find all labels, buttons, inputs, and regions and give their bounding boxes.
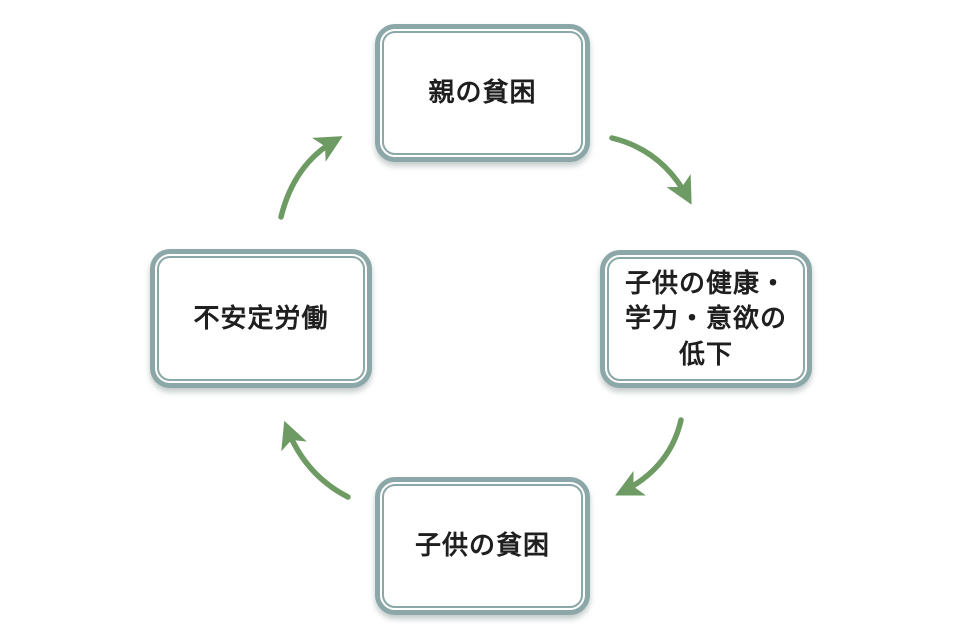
node-label: 子供の貧困 xyxy=(414,530,550,561)
arrow-parent-to-decline xyxy=(609,135,692,205)
node-label: 不安定労働 xyxy=(193,302,329,333)
node-child-poverty: 子供の貧困 xyxy=(375,477,590,615)
node-label-line: 子供の健康・ xyxy=(624,268,787,299)
node-label-line: 学力・意欲の xyxy=(624,303,787,334)
node-label: 親の貧困 xyxy=(428,77,537,108)
node-unstable-labor: 不安定労働 xyxy=(150,249,372,388)
node-label-line: 低下 xyxy=(678,338,733,369)
arrow-labor-to-parent xyxy=(278,136,343,220)
node-parent-poverty: 親の貧困 xyxy=(375,24,590,162)
node-label: 子供の健康・ 学力・意欲の 低下 xyxy=(625,266,787,371)
arrow-childpoverty-to-labor xyxy=(281,420,351,500)
arrow-decline-to-childpoverty xyxy=(615,417,684,496)
node-child-decline: 子供の健康・ 学力・意欲の 低下 xyxy=(600,250,812,388)
